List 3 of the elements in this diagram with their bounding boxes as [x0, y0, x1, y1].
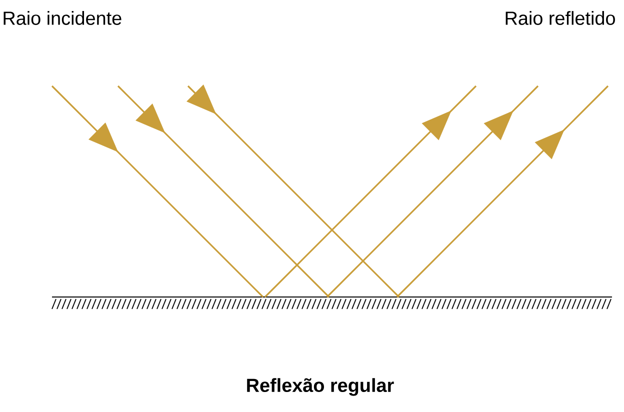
caption: Reflexão regular: [247, 378, 394, 396]
ray-label: Raio incidente: [4, 11, 122, 25]
ray-label: Raio refletido: [506, 11, 615, 25]
